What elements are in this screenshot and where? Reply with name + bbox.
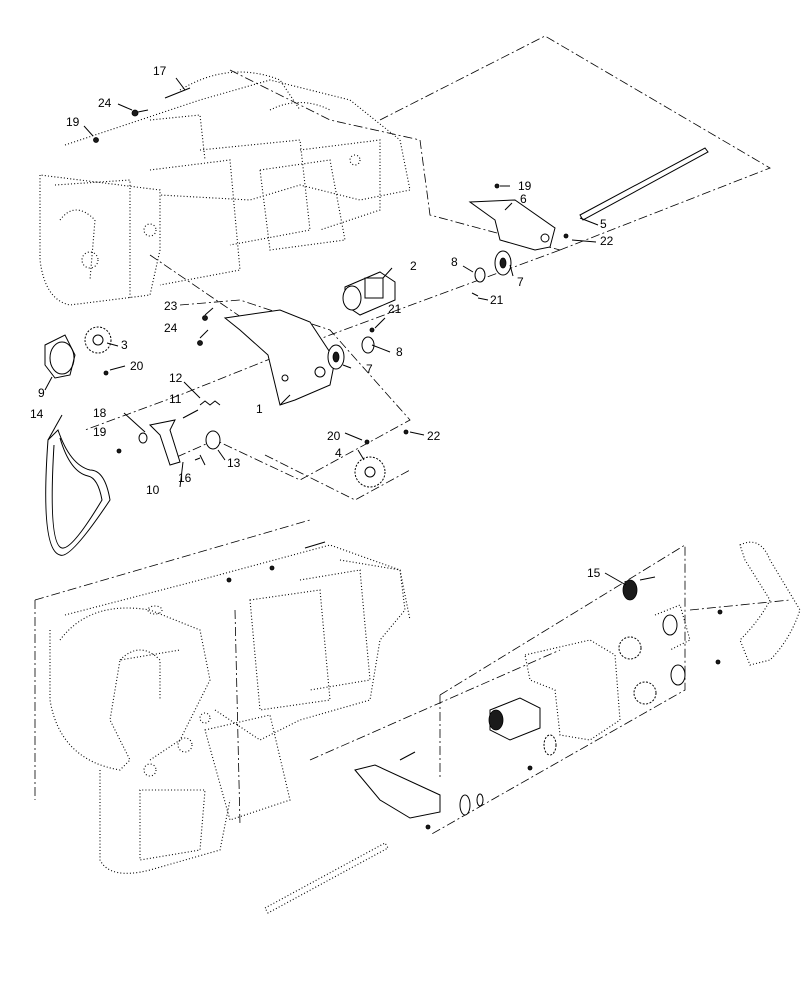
callout-20b: 20 xyxy=(327,429,341,443)
lower-boundary-lines xyxy=(34,519,791,836)
callout-17: 17 xyxy=(153,64,167,78)
callout-7b: 7 xyxy=(366,362,373,376)
upper-frame xyxy=(39,71,411,306)
callout-23: 23 xyxy=(164,299,178,313)
callout-19a: 19 xyxy=(66,115,80,129)
callout-8a: 8 xyxy=(451,255,458,269)
callout-8b: 8 xyxy=(396,345,403,359)
callout-21b: 21 xyxy=(388,302,402,316)
callout-15: 15 xyxy=(587,566,601,580)
callout-6: 6 xyxy=(520,192,527,206)
lower-frame xyxy=(49,544,691,874)
callout-9: 9 xyxy=(38,386,45,400)
callout-2: 2 xyxy=(410,259,417,273)
callout-3: 3 xyxy=(121,338,128,352)
callout-24b: 24 xyxy=(164,321,178,335)
callout-1: 1 xyxy=(256,402,263,416)
callout-21a: 21 xyxy=(490,293,504,307)
callout-14: 14 xyxy=(30,407,44,421)
callout-22a: 22 xyxy=(600,234,614,248)
callout-7a: 7 xyxy=(517,275,524,289)
callout-4: 4 xyxy=(335,446,342,460)
callout-16: 16 xyxy=(178,471,192,485)
callout-18: 18 xyxy=(93,406,107,420)
callout-12: 12 xyxy=(169,371,183,385)
callout-11: 11 xyxy=(169,392,182,406)
callout-5: 5 xyxy=(600,217,607,231)
callout-10: 10 xyxy=(146,483,160,497)
callout-19b: 19 xyxy=(518,179,532,193)
callout-13: 13 xyxy=(227,456,241,470)
callout-22b: 22 xyxy=(427,429,441,443)
callout-leaders xyxy=(44,77,627,586)
upper-parts xyxy=(44,87,709,556)
callout-24a: 24 xyxy=(98,96,112,110)
callout-20a: 20 xyxy=(130,359,144,373)
callout-19c: 19 xyxy=(93,425,107,439)
lower-parts xyxy=(226,541,801,914)
